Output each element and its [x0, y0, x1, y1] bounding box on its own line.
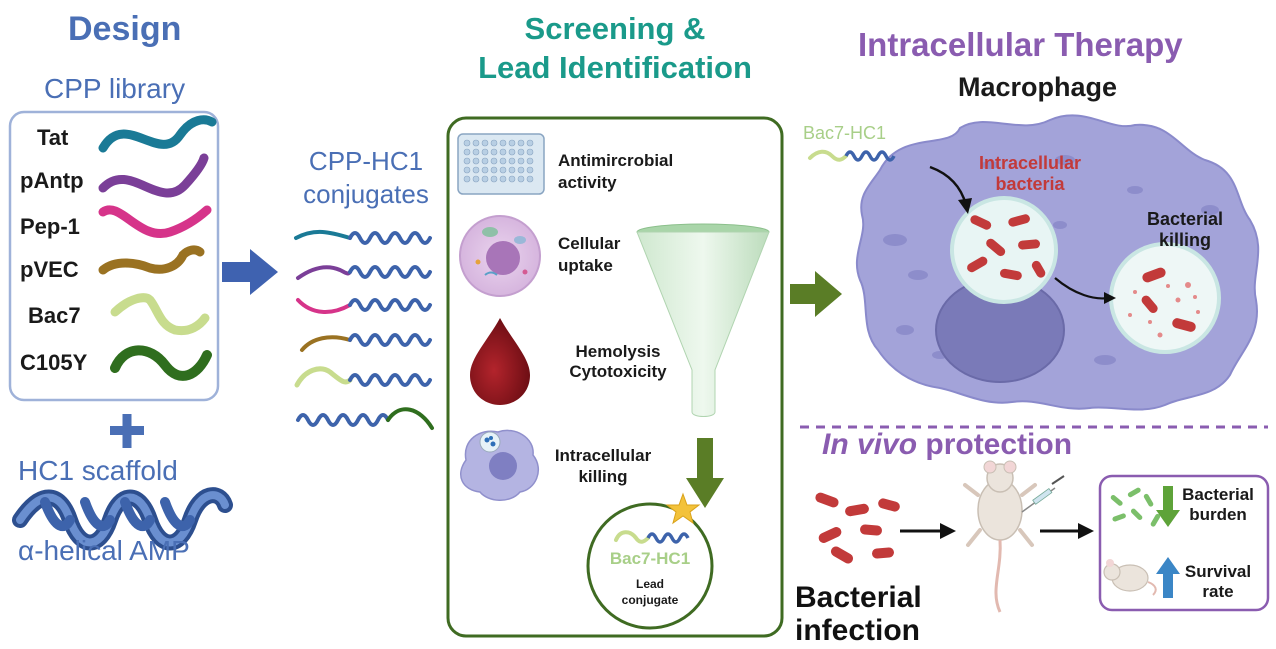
invivo-title: In vivo protection: [822, 430, 1072, 460]
peptide-name-pep1: Pep-1: [20, 214, 80, 239]
conjugates-label-line1: CPP-HC1: [308, 146, 424, 176]
conjugate-pvec: [300, 335, 352, 352]
invivo-title-rest: protection: [917, 428, 1073, 461]
scaffold-label: HC1 scaffold: [18, 455, 178, 486]
assay-hemolysis-line2: Cytotoxicity: [569, 362, 667, 381]
therapy-conjugate-label: Bac7-HC1: [803, 123, 887, 143]
bacterial-killing-line2: killing: [1158, 230, 1211, 250]
cell-icon: [459, 215, 541, 297]
assay-uptake-line1: Cellular: [558, 234, 621, 253]
peptide-name-pantp: pAntp: [20, 168, 84, 193]
infection-label-line1: Bacterial: [795, 581, 922, 614]
arrow-mouse-to-outcome: [1040, 523, 1094, 539]
arrow-funnel-to-lead: [686, 438, 724, 508]
arrow-up-icon: [1156, 557, 1180, 598]
invivo-title-italic: In vivo: [822, 428, 918, 461]
macrophage-granules: [883, 155, 1219, 365]
lead-conjugate-tail: [614, 530, 650, 544]
arrow-to-killing-head: [1104, 292, 1116, 304]
infection-label-line2: infection: [795, 614, 920, 647]
assay-uptake-line2: uptake: [558, 256, 613, 275]
arrow-down-icon: [1156, 486, 1180, 527]
burden-bacteria-icon: [1110, 487, 1161, 527]
conjugate-pep1: [296, 298, 352, 314]
screening-title-line1: Screening &: [524, 11, 706, 46]
conjugates-label-line2: conjugates: [303, 179, 429, 209]
assay-hemolysis-line1: Hemolysis: [575, 342, 661, 361]
amp-label: α-helical AMP: [18, 535, 190, 566]
funnel-icon: [636, 223, 770, 417]
assay-antimicrobial-line1: Antimircrobial: [558, 151, 674, 170]
arrow-screening-to-therapy: [790, 271, 842, 317]
plus-icon: [110, 414, 144, 448]
burden-label-line1: Bacterial: [1182, 485, 1254, 504]
bacteria-cluster: [967, 214, 1046, 281]
lead-label-line2: conjugate: [621, 593, 679, 607]
survival-mouse-icon: [1103, 559, 1157, 596]
conjugate-c105y-helix: [296, 413, 390, 427]
conjugate-tat: [294, 230, 352, 240]
assay-killing-line2: killing: [578, 467, 628, 486]
mouse-icon: [963, 460, 1037, 613]
tat-peptide-curve: [98, 115, 217, 153]
syringe-icon: [1021, 475, 1065, 513]
assay-killing-line1: Intracellular: [554, 446, 652, 465]
c105y-peptide-curve: [110, 345, 212, 381]
arrow-into-vacuole-head: [958, 198, 972, 214]
peptide-name-c105y: C105Y: [20, 350, 88, 375]
therapy-conjugate-helix: [844, 150, 896, 162]
conjugate-c105y-tail: [386, 407, 434, 430]
star-icon: [665, 492, 701, 525]
lead-conjugate-helix: [646, 532, 690, 544]
cpp-library-label: CPP library: [44, 73, 186, 104]
macrophage-icon: [460, 429, 539, 501]
survival-label-line2: rate: [1202, 582, 1234, 601]
killing-vacuole: [1109, 242, 1221, 354]
bacterial-killing-line1: Bacterial: [1146, 209, 1224, 229]
conjugate-pantp: [296, 265, 352, 280]
conjugate-bac7: [294, 366, 353, 388]
assay-antimicrobial-line2: activity: [558, 173, 617, 192]
macrophage-label: Macrophage: [958, 72, 1118, 102]
pvec-peptide-curve: [98, 245, 205, 275]
design-title: Design: [68, 10, 182, 48]
survival-label-line1: Survival: [1184, 562, 1252, 581]
intracellular-bacteria-line2: bacteria: [995, 174, 1065, 194]
intracellular-bacteria-line1: Intracellular: [978, 153, 1082, 173]
peptide-name-tat: Tat: [37, 125, 69, 150]
lead-label-line1: Lead: [635, 577, 664, 591]
therapy-conjugate-tail: [808, 149, 848, 162]
well-plate-icon: [457, 133, 545, 195]
arrow-design-to-conjugates: [222, 249, 278, 295]
hc1-helix-icon: [12, 487, 233, 551]
screening-title-line2: Lead Identification: [478, 50, 752, 85]
conjugates-group: [294, 230, 434, 430]
burden-label-line2: burden: [1189, 505, 1247, 524]
lead-conjugate-name: Bac7-HC1: [609, 549, 691, 568]
therapy-title: Intracellular Therapy: [858, 26, 1183, 63]
blood-drop-icon: [470, 318, 530, 405]
arrow-infection-to-mouse: [900, 523, 956, 539]
dead-bacteria: [1128, 267, 1200, 338]
pep1-peptide-curve: [98, 205, 212, 239]
bac7-peptide-curve: [110, 293, 210, 336]
peptide-name-pvec: pVEC: [20, 257, 79, 282]
pantp-peptide-curve: [98, 153, 209, 198]
infection-bacteria: [815, 492, 900, 564]
peptide-name-bac7: Bac7: [28, 303, 81, 328]
